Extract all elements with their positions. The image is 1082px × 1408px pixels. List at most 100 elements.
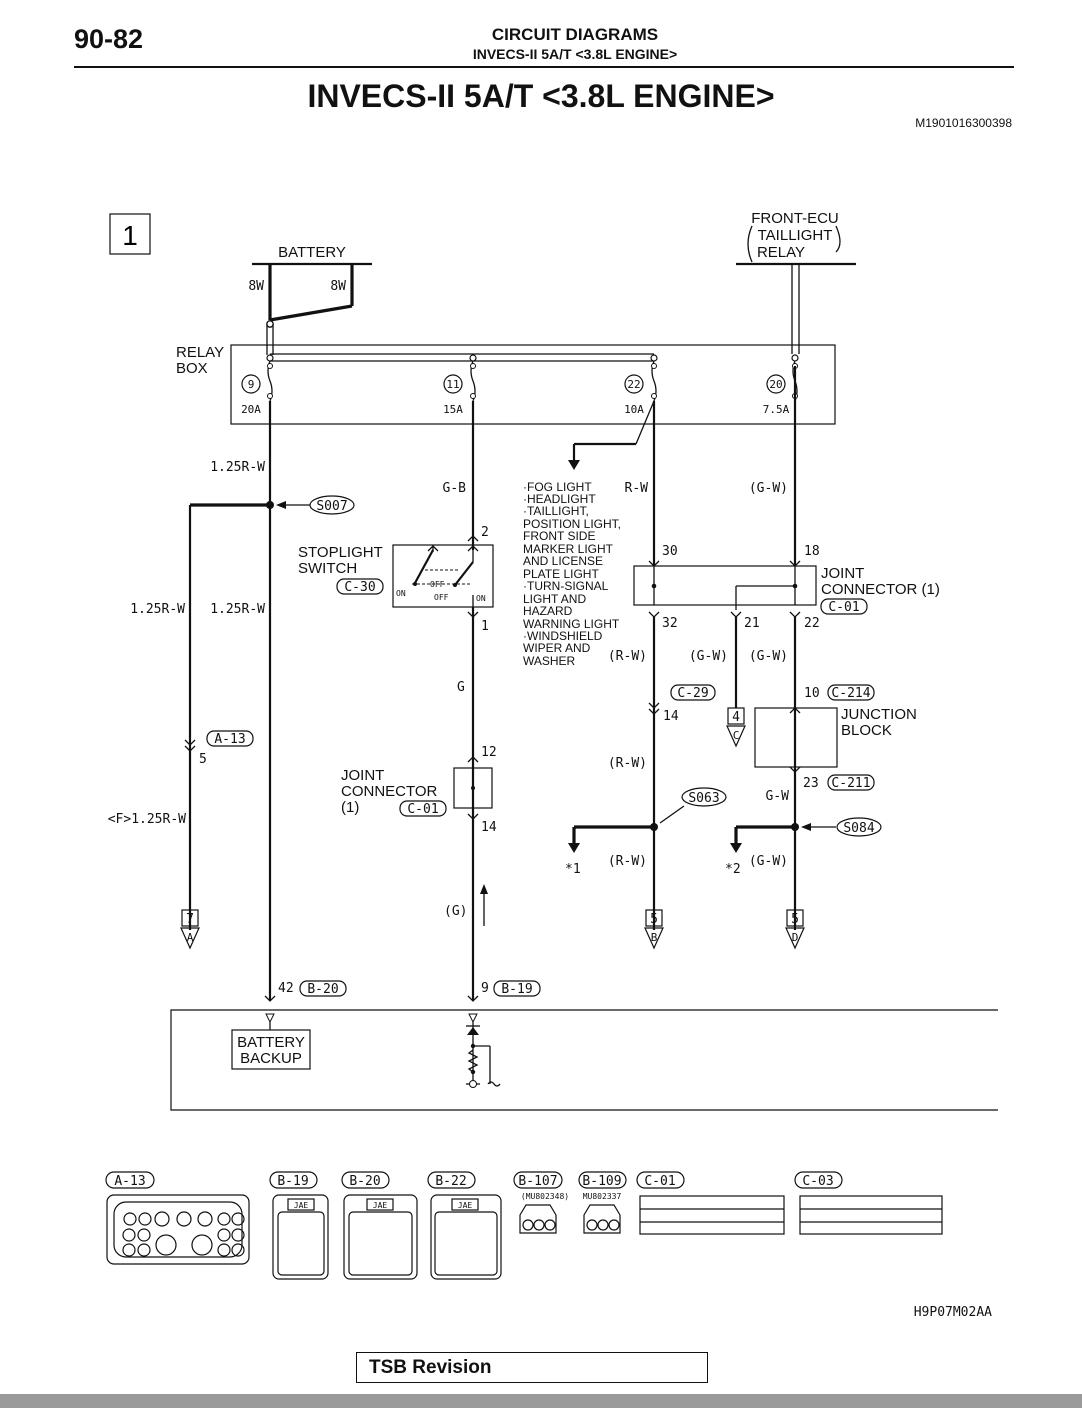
wire-label-125rw-mid: 1.25R-W (210, 602, 265, 617)
b107-part: (MU802348) (521, 1192, 569, 1201)
pin-18: 18 (804, 544, 820, 559)
connector-b19: B-19 JAE (269, 1171, 329, 1280)
wire-label-gw-plain: G-W (766, 789, 790, 804)
fuse-20-rating: 7.5A (763, 403, 790, 416)
ref-5d: 5 D (785, 909, 805, 950)
connector-b22: B-22 JAE (427, 1171, 502, 1280)
connector-b19-marker: 9 B-19 (467, 980, 541, 1002)
splice-s007: S007 (188, 495, 355, 930)
conn-illus-b109: B-109 (582, 1174, 621, 1189)
star-1: *1 (565, 862, 581, 877)
wire-label-rw-top: R-W (625, 481, 649, 496)
load-5: MARKER LIGHT (523, 542, 614, 556)
joint-left-label-1: JOINT (341, 767, 384, 784)
bottom-bar (0, 1394, 1082, 1408)
conn-b19: B-19 (501, 982, 532, 997)
conn-illus-a13: A-13 (114, 1174, 145, 1189)
splice-s063: S063 *1 (565, 787, 727, 877)
load-4: FRONT SIDE (523, 529, 595, 543)
pin-23: 23 (803, 776, 819, 791)
ecu-box: BATTERY BACKUP (170, 1009, 998, 1111)
load-8: ·TURN-SIGNAL (523, 579, 609, 593)
connector-b20-marker: 42 B-20 (264, 980, 347, 1002)
junction-label-2: BLOCK (841, 722, 892, 739)
wire-label-gw-p3: (G-W) (749, 854, 788, 869)
wire-label-gw-p2: (G-W) (749, 649, 788, 664)
wire-label-g-paren: (G) (444, 904, 467, 919)
load-11: WARNING LIGHT (523, 617, 620, 631)
conn-illus-b20: B-20 (349, 1174, 380, 1189)
relay-box-label: RELAY (176, 344, 224, 361)
pin-9: 9 (481, 981, 489, 996)
junction-block: 10 C-214 JUNCTION BLOCK 23 C-211 G-W (754, 684, 917, 804)
stoplight-label-2: SWITCH (298, 560, 357, 577)
jae-b22: JAE (458, 1201, 473, 1210)
fuse-20-number: 20 (769, 378, 782, 391)
battery-symbol: BATTERY 8W 8W (248, 244, 372, 328)
sheet-number-box: 1 (109, 213, 151, 255)
fuse-22: 22 10A (624, 360, 657, 416)
splice-s063-label: S063 (688, 791, 719, 806)
ref-4: 4 (732, 710, 740, 725)
load-12: ·WINDSHIELD (523, 629, 603, 643)
page-title: INVECS-II 5A/T <3.8L ENGINE> (307, 78, 775, 114)
conn-c29: C-29 (677, 686, 708, 701)
battery-backup-1: BATTERY (237, 1034, 305, 1051)
ref-b: B (651, 931, 658, 944)
pin-14-c29: 14 (663, 709, 679, 724)
joint-left-label-3: (1) (341, 799, 359, 816)
connector-b20: B-20 JAE (341, 1171, 418, 1280)
fuse-11-rating: 15A (443, 403, 463, 416)
load-14: WASHER (523, 654, 576, 668)
ref-c: C (733, 729, 740, 742)
b109-part: MU802337 (583, 1192, 622, 1201)
battery-wire-left: 8W (248, 279, 264, 294)
fuse-9-number: 9 (248, 378, 255, 391)
load-0: ·FOG LIGHT (523, 480, 592, 494)
pin-22: 22 (804, 616, 820, 631)
fuse-22-rating: 10A (624, 403, 644, 416)
wire-label-rw-p2: (R-W) (608, 756, 647, 771)
front-ecu-label: FRONT-ECU (751, 210, 839, 227)
load-1: ·HEADLIGHT (523, 492, 596, 506)
battery-wire-right: 8W (330, 279, 346, 294)
pin-14-left: 14 (481, 820, 497, 835)
ref-5b: 5 B (644, 909, 664, 950)
section-subtitle: INVECS-II 5A/T <3.8L ENGINE> (472, 46, 678, 62)
stoplight-switch: STOPLIGHT SWITCH C-30 ON OFF OFF ON 2 1 (298, 525, 494, 634)
connector-b109: B-109 MU802337 (578, 1171, 627, 1234)
load-10: HAZARD (523, 604, 573, 618)
joint-left-label-2: CONNECTOR (341, 783, 438, 800)
front-ecu-relay: RELAY (757, 244, 805, 261)
conn-c211: C-211 (831, 776, 870, 791)
conn-c01-right: C-01 (828, 600, 859, 615)
flow-arrow (480, 884, 488, 926)
sw-off-bottom: OFF (434, 593, 449, 602)
conn-illus-c03: C-03 (802, 1174, 833, 1189)
figure-id: H9P07M02AA (914, 1305, 992, 1320)
page-number: 90-82 (74, 24, 144, 54)
conn-b20: B-20 (307, 982, 338, 997)
splice-s007-label: S007 (316, 499, 347, 514)
fuse-9-rating: 20A (241, 403, 261, 416)
connector-c03: C-03 (794, 1171, 943, 1235)
fuse-11-number: 11 (446, 378, 459, 391)
connector-a13: A-13 (105, 1171, 250, 1265)
document-id: M1901016300398 (915, 116, 1012, 130)
ref-5b-num: 5 (650, 912, 658, 927)
ref-d: D (792, 931, 799, 944)
ref-7: 7 (186, 912, 194, 927)
wire-label-rw-p3: (R-W) (608, 854, 647, 869)
battery-label: BATTERY (278, 244, 346, 261)
load-13: WIPER AND (523, 641, 591, 655)
star-2: *2 (725, 862, 741, 877)
joint-right-label-1: JOINT (821, 565, 864, 582)
pin-12: 12 (481, 745, 497, 760)
connector-c29-marker: C-29 14 (648, 684, 716, 724)
sheet-number: 1 (122, 220, 138, 251)
pin-1: 1 (481, 619, 489, 634)
jae-b20: JAE (373, 1201, 388, 1210)
junction-label-1: JUNCTION (841, 706, 917, 723)
conn-illus-b19: B-19 (277, 1174, 308, 1189)
section-title: CIRCUIT DIAGRAMS (491, 25, 659, 44)
